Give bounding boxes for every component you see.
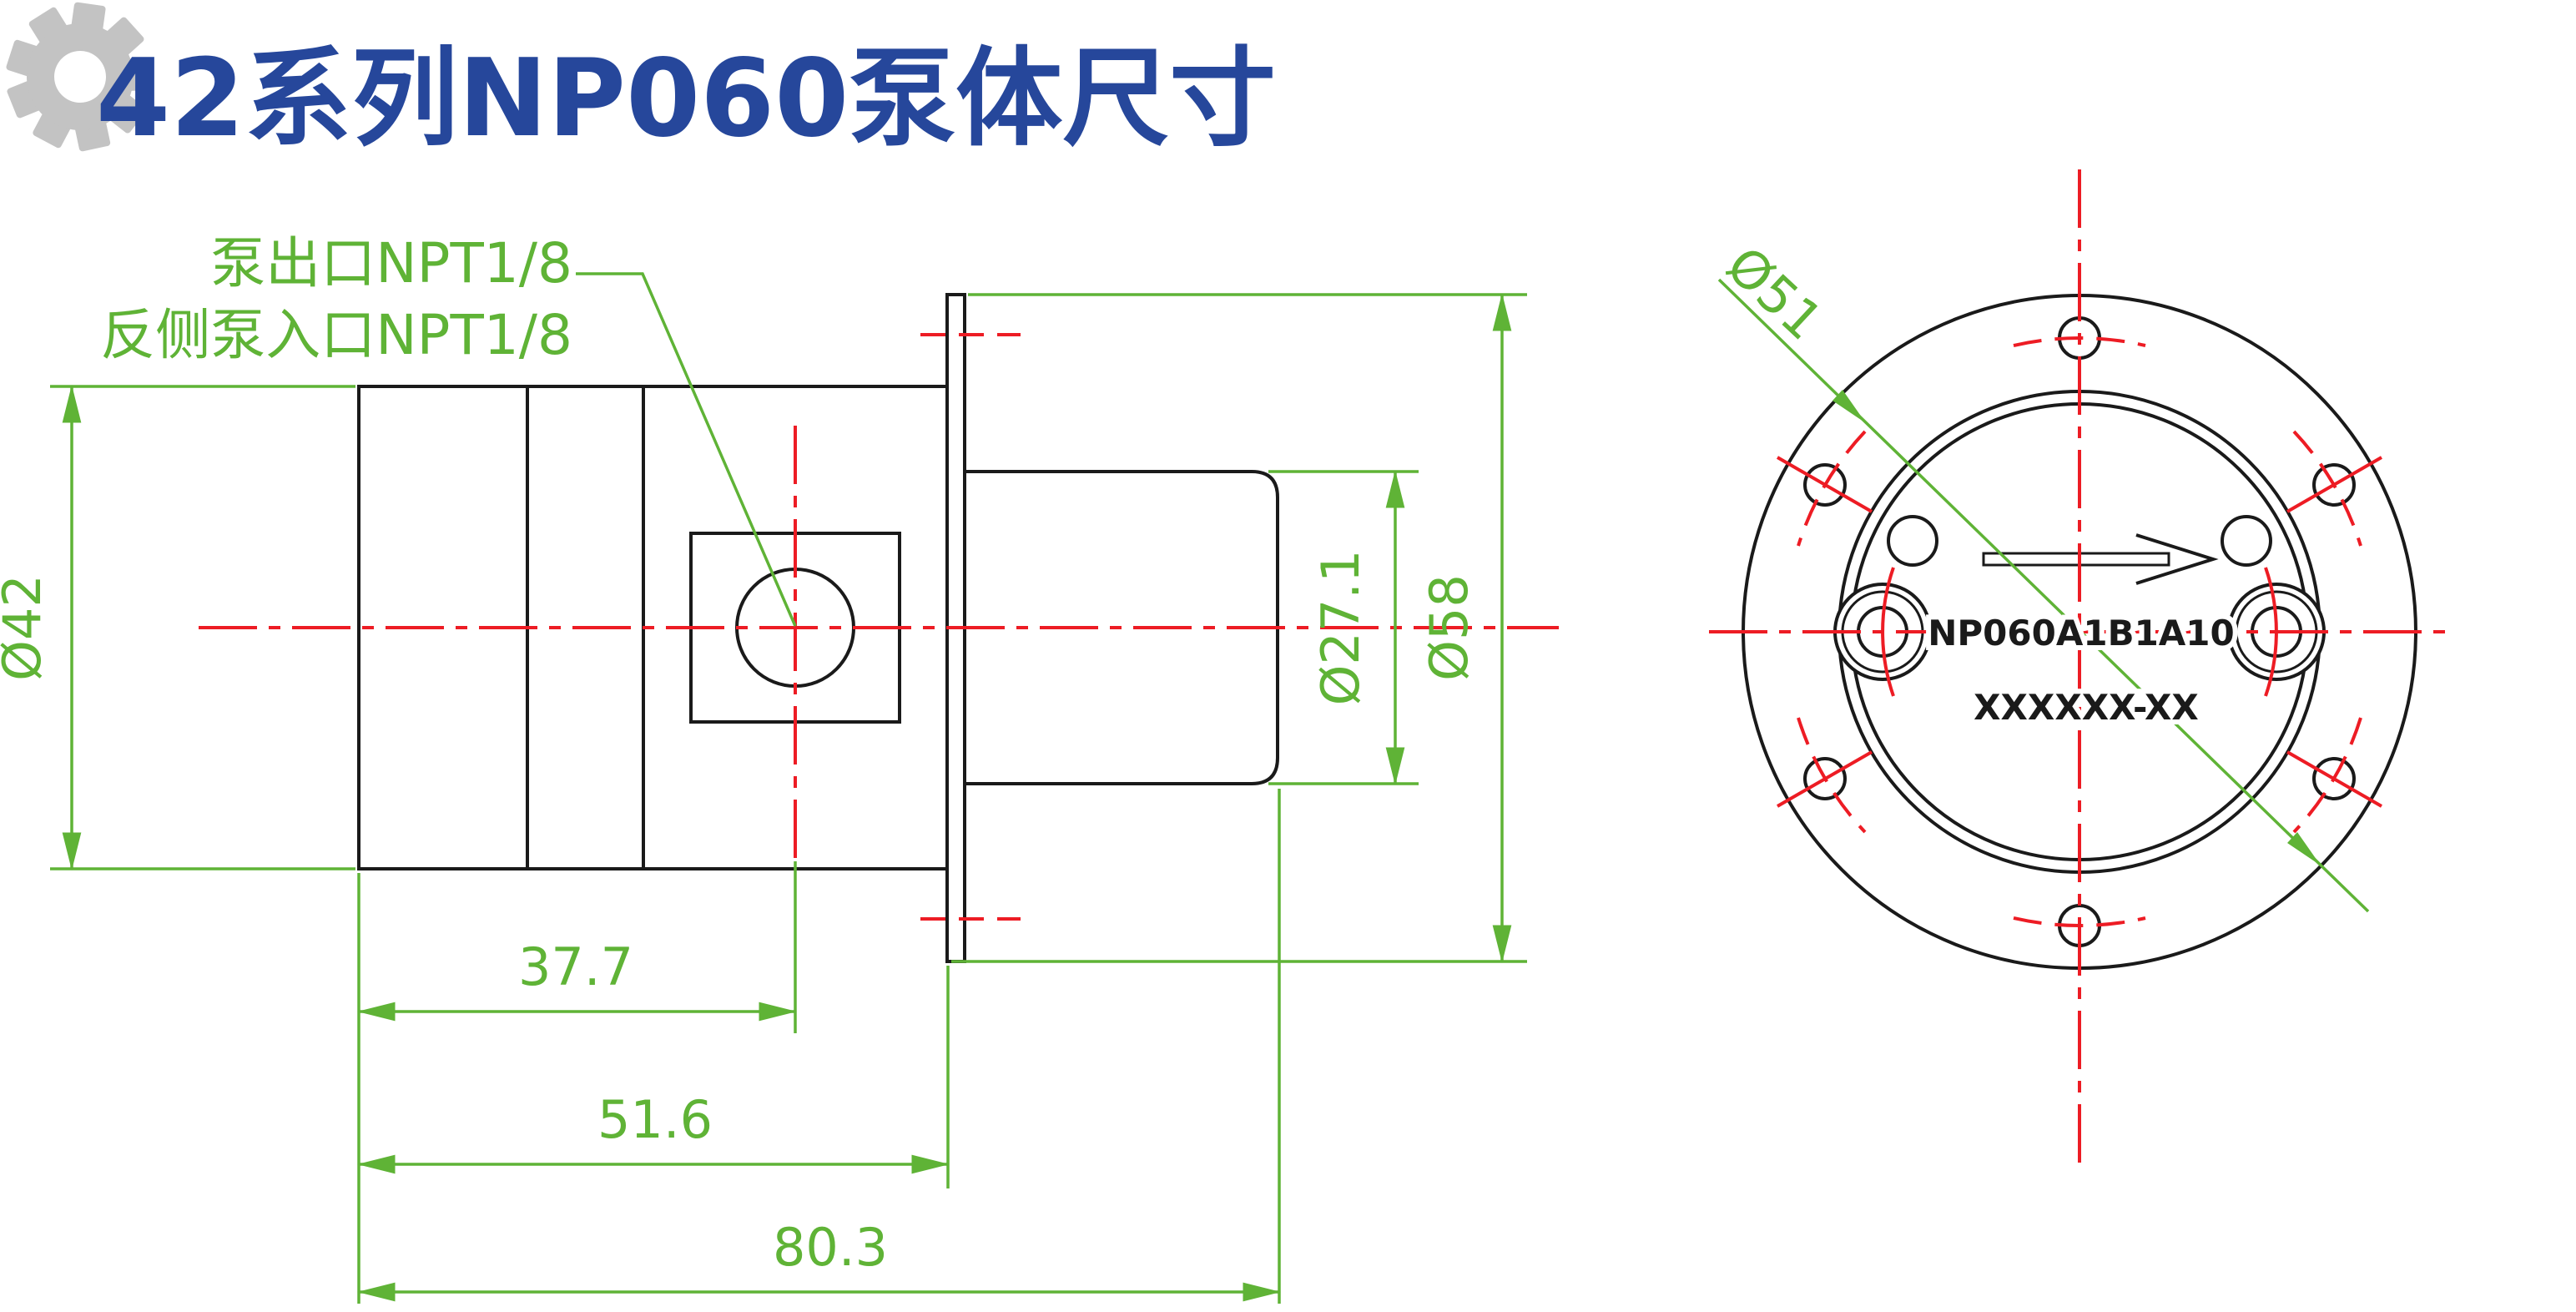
dowel-hole-left: [1887, 515, 1938, 567]
bolt-circle-arc: [2013, 916, 2146, 927]
bolt-circle-arc: [1797, 430, 1867, 547]
dim-text-body-od: Ø42: [0, 574, 53, 681]
front-view: Ø51 NP060A1B1A10 XXXXXX-XX: [1709, 169, 2450, 1168]
arrow-right-icon: [1982, 533, 2219, 585]
gear-icon: [6, 2, 154, 152]
front-view-centerlines: [1709, 169, 2450, 1168]
dim-arrowhead: [2287, 832, 2321, 865]
dim-line-bolt-circle: [1717, 278, 2370, 913]
bolt-hole: [2312, 463, 2356, 507]
port-labels: 泵出口NPT1/8 反侧泵入口NPT1/8: [100, 231, 572, 367]
ear-circle-arc: [1881, 567, 1895, 697]
dim-text-flange-od: Ø58: [1419, 574, 1480, 681]
bolt-circle-dimension: Ø51: [1715, 235, 2370, 913]
bolt-hole: [1803, 463, 1847, 507]
side-view: Ø42 37.7 51.6 80.3 Ø27.1: [0, 231, 1559, 1304]
dim-text-overall-len: 80.3: [773, 1217, 888, 1278]
side-view-dimensions: Ø42 37.7 51.6 80.3 Ø27.1: [0, 272, 1527, 1304]
bolt-circle-arc: [2013, 336, 2146, 347]
dim-arrowhead: [1832, 390, 1866, 423]
dim-text-body-len: 51.6: [597, 1089, 713, 1150]
serial-placeholder-text: XXXXXX-XX: [1974, 687, 2199, 728]
port-leader-line: [576, 272, 797, 627]
page-title: 42系列NP060泵体尺寸: [96, 37, 1276, 161]
header: 42系列NP060泵体尺寸: [6, 2, 1276, 161]
nameplate: NP060A1B1A10 XXXXXX-XX: [1923, 608, 2240, 733]
bolt-hole: [2312, 757, 2356, 800]
ear-circle-arc: [2264, 567, 2278, 697]
side-view-centerlines: [199, 333, 1559, 921]
bolt-hole: [1803, 757, 1847, 800]
port-label-inlet: 反侧泵入口NPT1/8: [100, 303, 572, 367]
dim-text-port-offset: 37.7: [518, 936, 633, 997]
bolt-circle-arc: [2292, 430, 2362, 547]
dowel-hole-right: [2221, 515, 2272, 567]
dim-text-pilot-od: Ø27.1: [1310, 550, 1371, 706]
port-label-outlet: 泵出口NPT1/8: [210, 231, 572, 295]
model-code-text: NP060A1B1A10: [1928, 613, 2235, 653]
dim-text-bolt-circle: Ø51: [1715, 235, 1834, 351]
bolt-circle-arc: [1797, 717, 1867, 834]
bolt-circle-arc: [2292, 717, 2362, 834]
